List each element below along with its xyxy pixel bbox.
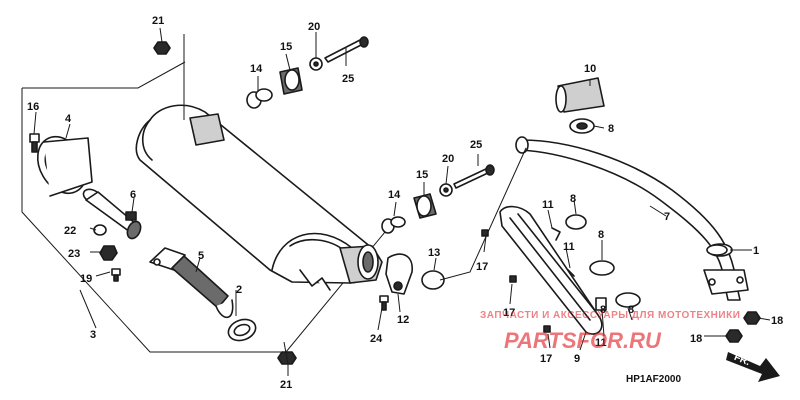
callout-7: 7: [664, 211, 670, 223]
callout-1: 1: [753, 245, 759, 257]
callout-17-a: 17: [476, 261, 488, 273]
callout-11-b: 11: [563, 241, 575, 253]
callout-21-top: 21: [152, 15, 164, 27]
bolt-16: [29, 133, 40, 153]
callout-20-top: 20: [308, 21, 320, 33]
callout-10: 10: [584, 63, 596, 75]
callout-19: 19: [80, 273, 92, 285]
callout-8-e: 8: [628, 304, 634, 316]
muffler-body: [135, 104, 383, 291]
callout-16: 16: [27, 101, 39, 113]
small-parts-left: [93, 224, 121, 282]
callout-5: 5: [198, 250, 204, 262]
callout-11-c: 11: [595, 337, 607, 349]
watermark-logo: PARTSFOR.RU: [504, 328, 662, 353]
upper-mount-hardware: [153, 36, 369, 109]
spark-arrester-pipe: [82, 188, 142, 240]
callout-20-mid: 20: [442, 153, 454, 165]
callout-17-c: 17: [540, 353, 552, 365]
heat-shield: [499, 205, 603, 335]
callout-8-a: 8: [608, 123, 614, 135]
callout-11-a: 11: [542, 199, 554, 211]
callout-15-top: 15: [280, 41, 292, 53]
callout-18-b: 18: [690, 333, 702, 345]
watermark-tagline: ЗАПЧАСТИ И АКСЕССУАРЫ ДЛЯ МОТОТЕХНИКИ: [480, 310, 740, 321]
callout-8-d: 8: [600, 304, 606, 316]
clamp-hardware: [481, 77, 761, 343]
callout-labels: 21 20 15 14 25 10 8 16 4 25 20 15 14 6 8…: [27, 15, 783, 391]
callout-4: 4: [65, 113, 72, 125]
callout-14-top: 14: [250, 63, 263, 75]
callout-22: 22: [64, 225, 76, 237]
callout-17-b: 17: [503, 307, 515, 319]
lower-mount-hardware: [277, 164, 495, 365]
watermark: ЗАПЧАСТИ И АКСЕССУАРЫ ДЛЯ МОТОТЕХНИКИ PA…: [480, 310, 740, 353]
muffler-end-cap: [36, 135, 93, 197]
callout-3: 3: [90, 329, 96, 341]
callout-21-bottom: 21: [280, 379, 292, 391]
gasket-2: [227, 318, 257, 342]
callout-9: 9: [574, 353, 580, 365]
callout-8-b: 8: [570, 193, 576, 205]
muffler-assembly-outline: [21, 61, 386, 353]
callout-25-mid: 25: [470, 139, 482, 151]
callout-6: 6: [130, 189, 136, 201]
callout-12: 12: [397, 314, 409, 326]
callout-23: 23: [68, 248, 80, 260]
callout-14-mid: 14: [388, 189, 401, 201]
callout-8-c: 8: [598, 229, 604, 241]
callout-24: 24: [370, 333, 383, 345]
callout-2: 2: [236, 284, 242, 296]
tail-pipe: [149, 247, 234, 319]
callout-15-mid: 15: [416, 169, 428, 181]
callout-18-a: 18: [771, 315, 783, 327]
diagram-code: HP1AF2000: [626, 374, 681, 385]
leader-lines: [33, 27, 771, 376]
front-direction-marker: FR.: [726, 352, 780, 382]
callout-13: 13: [428, 247, 440, 259]
callout-25-top: 25: [342, 73, 354, 85]
